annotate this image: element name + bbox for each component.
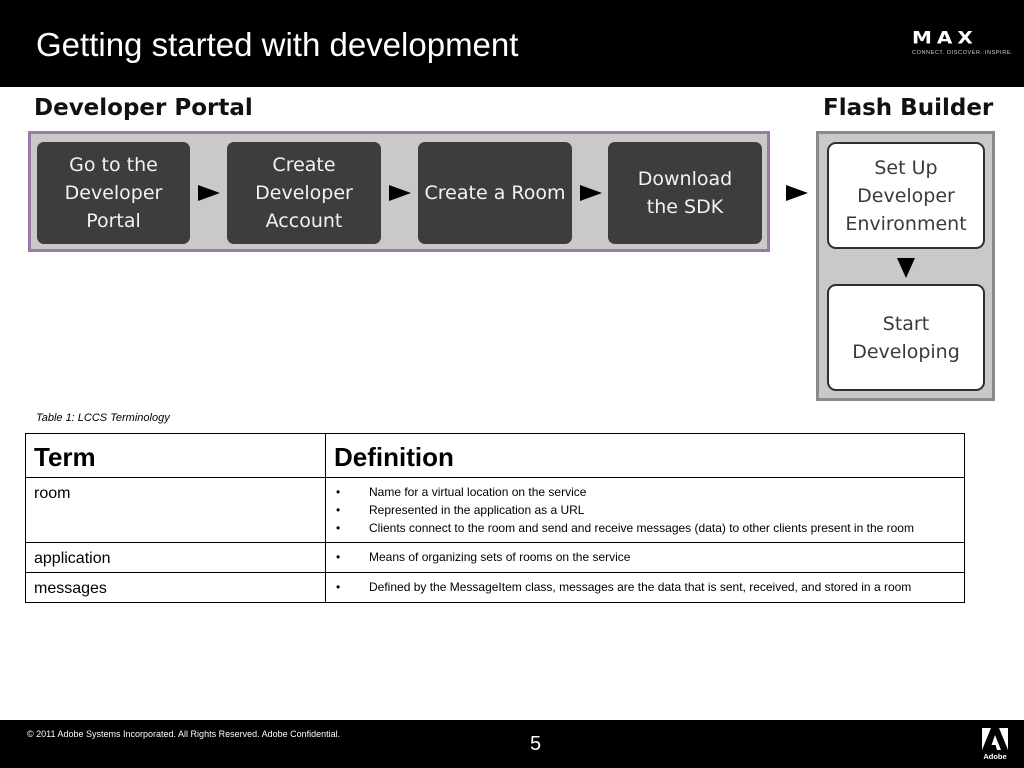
page-number: 5	[530, 733, 542, 755]
definition-bullet: Represented in the application as a URL	[334, 502, 956, 518]
term-cell: application	[25, 542, 326, 573]
max-logo-word: MAX	[912, 27, 978, 48]
adobe-a-icon	[982, 728, 1008, 750]
step-setup-environment: Set Up Developer Environment	[827, 142, 985, 249]
definition-bullet: Name for a virtual location on the servi…	[334, 484, 956, 500]
max-logo-tagline: CONNECT. DISCOVER. INSPIRE.	[912, 50, 1014, 56]
max-logo: MAX CONNECT. DISCOVER. INSPIRE.	[912, 27, 1014, 60]
header-term: Term	[25, 433, 326, 478]
table-header-row: Term Definition	[25, 433, 965, 478]
step-create-account: Create Developer Account	[227, 142, 381, 244]
footer-bar: © 2011 Adobe Systems Incorporated. All R…	[0, 720, 1024, 768]
table-caption: Table 1: LCCS Terminology	[36, 412, 170, 424]
definition-cell: Name for a virtual location on the servi…	[325, 477, 965, 543]
step-start-developing: Start Developing	[827, 284, 985, 391]
flash-builder-heading: Flash Builder	[823, 95, 994, 121]
definition-bullet: Defined by the MessageItem class, messag…	[334, 579, 956, 595]
developer-portal-heading: Developer Portal	[34, 95, 253, 121]
table-row: messages Defined by the MessageItem clas…	[25, 572, 965, 603]
definition-bullet: Means of organizing sets of rooms on the…	[334, 549, 956, 565]
arrow-right-icon	[580, 185, 602, 201]
title-bar: Getting started with development MAX CON…	[0, 0, 1024, 87]
slide-title: Getting started with development	[36, 26, 519, 63]
term-cell: messages	[25, 572, 326, 603]
arrow-right-icon	[786, 185, 808, 201]
arrow-right-icon	[198, 185, 220, 201]
step-download-sdk: Download the SDK	[608, 142, 762, 244]
table-row: application Means of organizing sets of …	[25, 542, 965, 573]
term-cell: room	[25, 477, 326, 543]
definition-cell: Defined by the MessageItem class, messag…	[325, 572, 965, 603]
terminology-table: Term Definition room Name for a virtual …	[25, 433, 965, 603]
table-row: room Name for a virtual location on the …	[25, 477, 965, 543]
adobe-logo: Adobe	[982, 728, 1008, 764]
step-create-room: Create a Room	[418, 142, 572, 244]
definition-bullet: Clients connect to the room and send and…	[334, 520, 956, 536]
arrow-down-icon	[897, 258, 915, 278]
step-go-to-portal: Go to the Developer Portal	[37, 142, 190, 244]
arrow-right-icon	[389, 185, 411, 201]
adobe-logo-word: Adobe	[983, 752, 1007, 761]
definition-cell: Means of organizing sets of rooms on the…	[325, 542, 965, 573]
header-definition: Definition	[325, 433, 965, 478]
copyright-text: © 2011 Adobe Systems Incorporated. All R…	[27, 729, 341, 739]
